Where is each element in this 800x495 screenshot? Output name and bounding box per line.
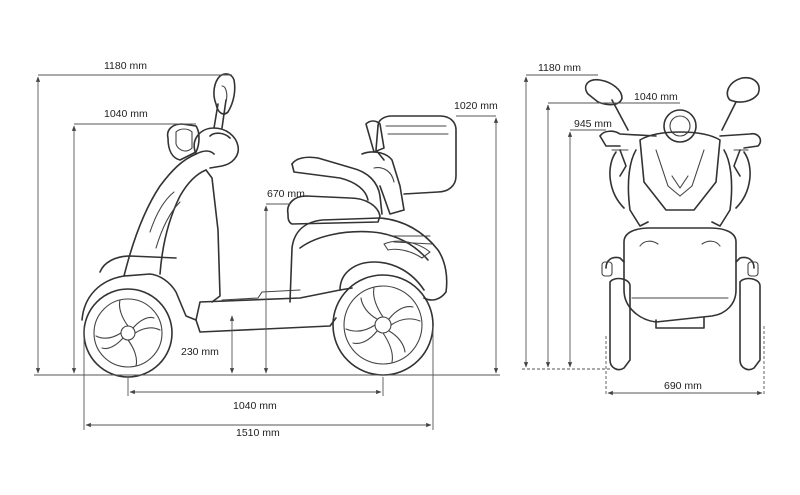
front-track-width-label: 690 mm	[664, 380, 702, 392]
rear-wheel	[83, 288, 173, 378]
front-wheel	[332, 274, 434, 376]
side-total-length-label: 1510 mm	[236, 427, 280, 439]
side-wheelbase-label: 1040 mm	[233, 400, 277, 412]
front-view: 1180 mm 1040 mm 945 mm 690 mm	[522, 62, 765, 396]
side-ground-clearance-label: 230 mm	[181, 346, 219, 358]
front-mirror-width-label: 1040 mm	[634, 91, 678, 103]
side-total-height-label: 1180 mm	[104, 60, 147, 72]
side-seat-height-label: 670 mm	[267, 188, 305, 200]
front-total-height-label: 1180 mm	[538, 62, 581, 74]
side-view: 1180 mm 1040 mm 1020 mm 670 mm 230 mm 10…	[34, 60, 500, 439]
side-mirror-height-label: 1040 mm	[104, 108, 148, 120]
front-body-height-label: 945 mm	[574, 118, 612, 130]
side-seatback-height-label: 1020 mm	[454, 100, 498, 112]
